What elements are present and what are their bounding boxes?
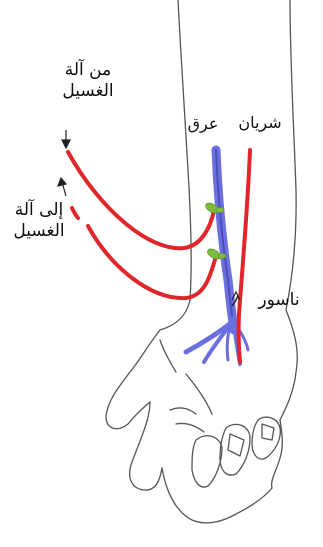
label-artery: شريان (232, 112, 288, 133)
tube-from-machine (68, 152, 214, 248)
label-from-line-1: من آلة (48, 60, 128, 81)
arm-outline (106, 0, 297, 523)
artery (239, 150, 251, 362)
label-vein: عرق (183, 113, 223, 134)
label-to-line-1: إلى آلة (6, 200, 72, 221)
tube-to-machine (88, 226, 216, 298)
label-to-line-2: الغسيل (6, 221, 72, 242)
label-from-dialysis-machine: من آلة الغسيل (48, 60, 128, 102)
dialysis-tubes (68, 152, 216, 298)
flow-arrows (58, 130, 70, 196)
label-fistula: ناسور (246, 290, 312, 311)
label-from-line-2: الغسيل (48, 81, 128, 102)
label-to-dialysis-machine: إلى آلة الغسيل (6, 200, 72, 242)
